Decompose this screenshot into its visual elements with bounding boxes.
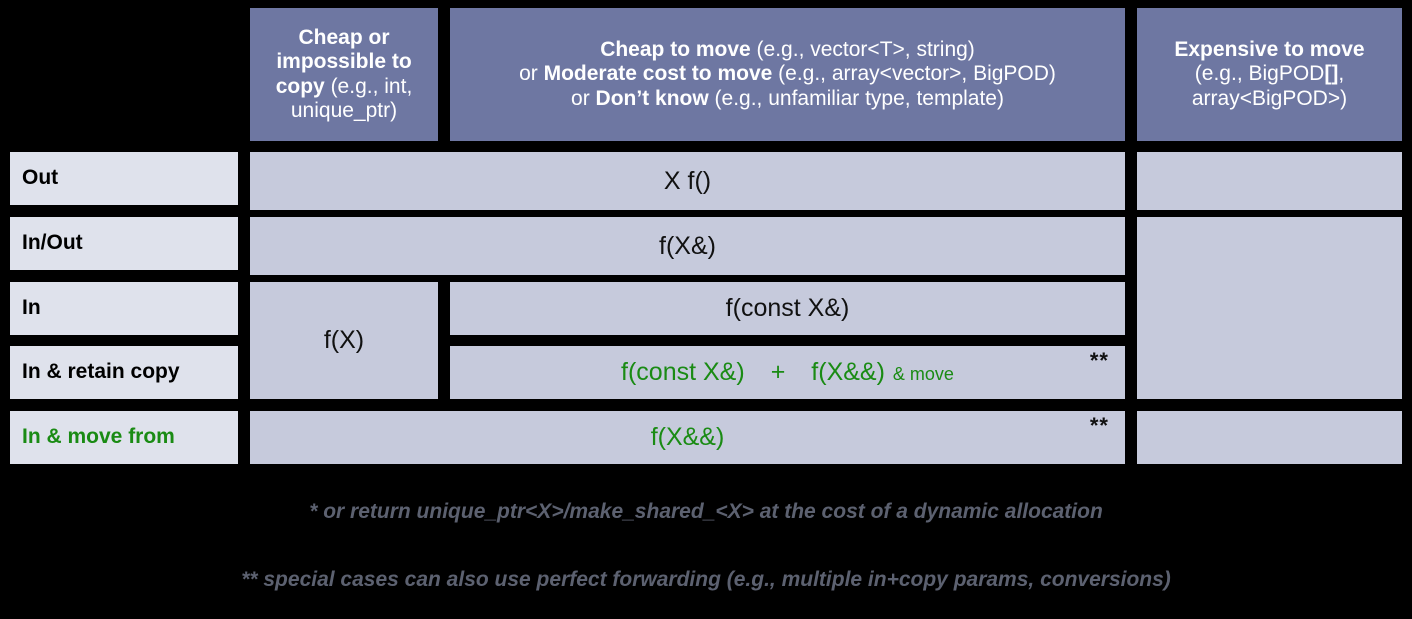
- cell-in-move-from-f-xrr: ** f(X&&): [250, 411, 1125, 464]
- header-moderate-pre: or: [519, 62, 544, 86]
- header-cheap-to-move-reg: (e.g., vector<T>, string): [750, 37, 975, 61]
- retain-copy-signature-2: f(X&&): [811, 358, 885, 386]
- cell-in-f-const-xref: f(const X&): [450, 282, 1125, 335]
- header-expensive-reg-3: array<BigPOD>): [1191, 86, 1348, 110]
- cell-in-out-f-xref: f(X&): [250, 217, 1125, 275]
- row-label-in: In: [10, 282, 238, 335]
- footnote-double-star: ** special cases can also use perfect fo…: [0, 568, 1412, 592]
- cell-in-f-x-text: f(X): [323, 326, 365, 354]
- footnote-marker-move-from: **: [1089, 413, 1109, 438]
- header-expensive-reg-1: (e.g., BigPOD: [1194, 62, 1325, 86]
- retain-copy-and-move: & move: [892, 364, 954, 384]
- header-dontknow-bold: Don’t know: [595, 86, 709, 110]
- footnote-single-star-text: * or return unique_ptr<X>/make_shared_<X…: [309, 500, 1103, 523]
- cell-in-move-from-text: f(X&&): [650, 423, 725, 451]
- cell-move-from-expensive-blank: [1137, 411, 1402, 464]
- header-dontknow-pre: or: [571, 86, 596, 110]
- footnote-single-star: * or return unique_ptr<X>/make_shared_<X…: [0, 500, 1412, 524]
- header-line-2: impossible to: [276, 50, 412, 74]
- row-label-in-retain-copy: In & retain copy: [10, 346, 238, 399]
- corner-blank-box: [10, 8, 238, 141]
- cell-in-f-x: f(X): [250, 282, 438, 399]
- cell-out-x-f-text: X f(): [663, 166, 712, 195]
- header-line-4-reg: unique_ptr): [290, 98, 398, 122]
- retain-copy-line: f(const X&) + f(X&&) & move: [621, 358, 954, 387]
- row-label-in-move-from: In & move from: [10, 411, 238, 464]
- column-header-cheap-to-move: Cheap to move (e.g., vector<T>, string) …: [450, 8, 1125, 141]
- cell-in-retain-copy-expression: ** f(const X&) + f(X&&) & move: [450, 346, 1125, 399]
- cell-in-out-f-xref-text: f(X&): [659, 231, 716, 260]
- row-label-out: Out: [10, 152, 238, 205]
- cell-out-x-f: X f(): [250, 152, 1125, 210]
- row-label-out-text: Out: [22, 166, 59, 190]
- row-label-in-text: In: [22, 296, 41, 320]
- row-label-in-retain-copy-text: In & retain copy: [22, 360, 180, 384]
- footnote-double-star-text: ** special cases can also use perfect fo…: [241, 568, 1171, 591]
- row-label-in-out-text: In/Out: [22, 231, 83, 255]
- row-label-in-move-from-text: In & move from: [22, 425, 175, 449]
- footnote-marker-retain-copy: **: [1089, 348, 1109, 373]
- row-label-in-out: In/Out: [10, 217, 238, 270]
- header-cheap-to-move-bold: Cheap to move: [600, 37, 751, 61]
- column-header-cheap-or-impossible-to-copy: Cheap or impossible to copy (e.g., int, …: [250, 8, 438, 141]
- header-expensive-reg-2: ,: [1338, 62, 1345, 86]
- header-line-3-reg: (e.g., int,: [324, 74, 413, 98]
- header-moderate-bold: Moderate cost to move: [543, 62, 773, 86]
- header-line-1: Cheap or: [298, 25, 390, 49]
- retain-copy-signature-1: f(const X&): [621, 358, 745, 386]
- cell-in-f-const-xref-text: f(const X&): [725, 294, 850, 322]
- header-expensive-bold-2: []: [1324, 62, 1339, 86]
- header-expensive-bold: Expensive to move: [1174, 37, 1365, 61]
- cell-expensive-merged-span: [1137, 217, 1402, 399]
- column-header-expensive-to-move: Expensive to move (e.g., BigPOD[], array…: [1137, 8, 1402, 141]
- header-moderate-reg: (e.g., array<vector>, BigPOD): [772, 62, 1056, 86]
- header-dontknow-reg: (e.g., unfamiliar type, template): [708, 86, 1004, 110]
- retain-copy-plus: +: [770, 358, 786, 386]
- cell-out-expensive-blank: [1137, 152, 1402, 210]
- header-line-3-bold: copy: [275, 74, 325, 98]
